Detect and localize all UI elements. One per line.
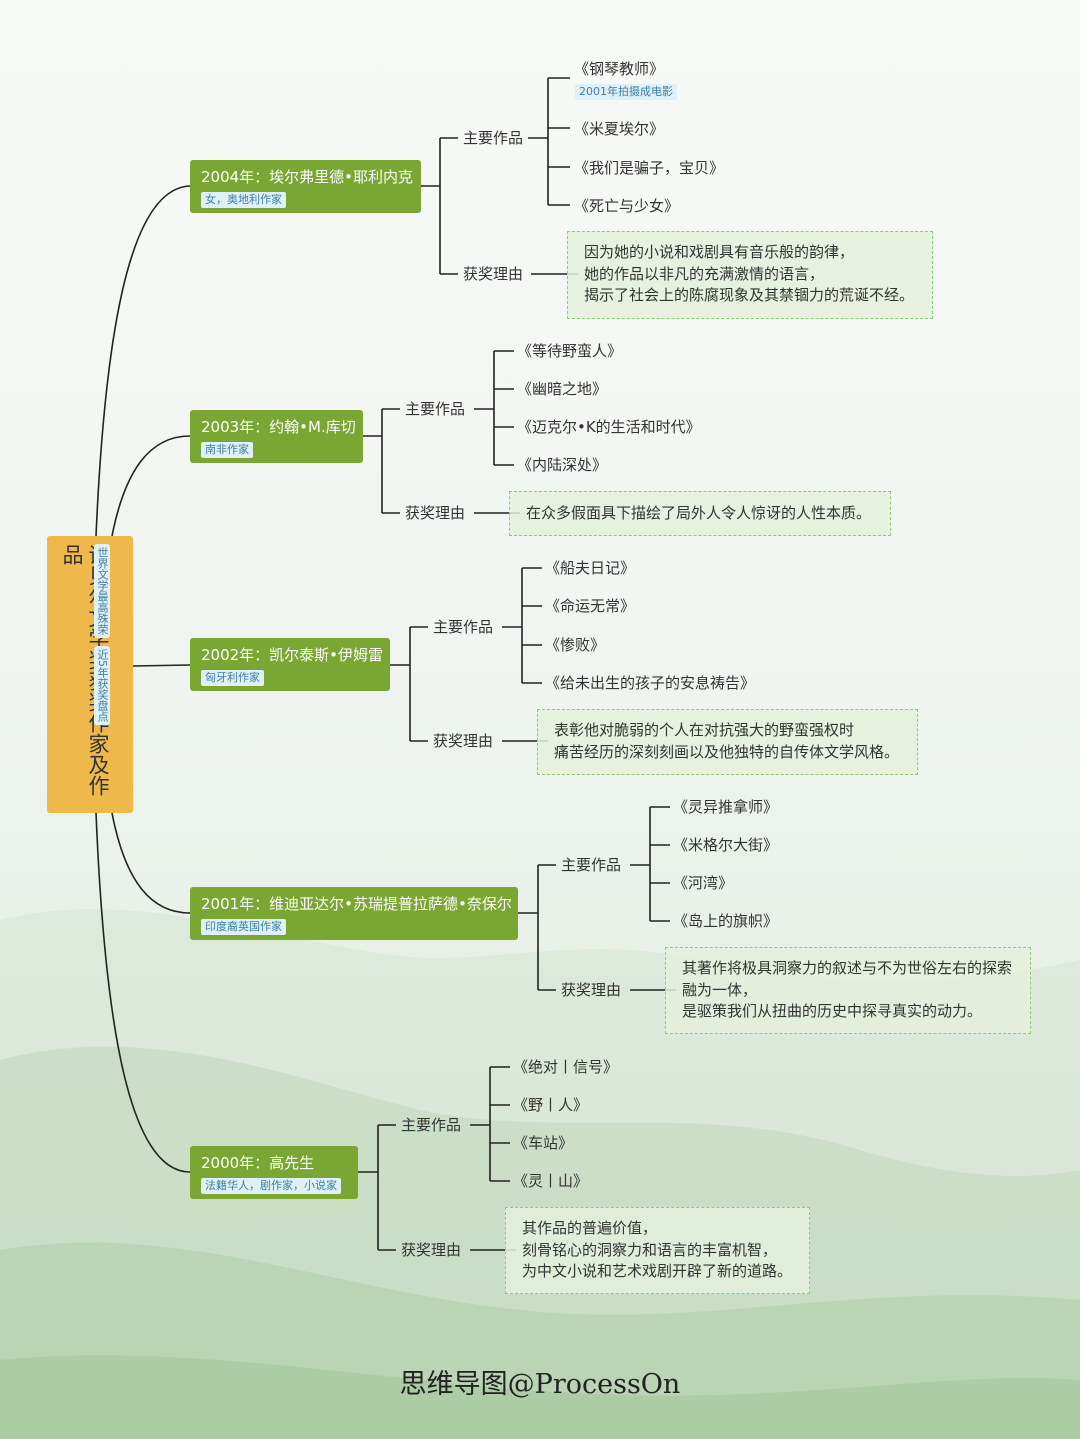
- year-title: 2001年：维迪亚达尔•苏瑞提普拉萨德•奈保尔: [201, 895, 512, 913]
- work-item[interactable]: 《死亡与少女》: [574, 197, 680, 215]
- work-item[interactable]: 《米夏埃尔》: [574, 120, 665, 138]
- footer-watermark: 思维导图@ProcessOn: [399, 1369, 681, 1400]
- root-connector-2000: [95, 812, 191, 1173]
- reason-line: 其著作将极具洞察力的叙述与不为世俗左右的探索: [682, 959, 1013, 977]
- year-node-2002[interactable]: 2002年：凯尔泰斯•伊姆雷 匈牙利作家: [190, 638, 390, 691]
- work-item[interactable]: 《车站》: [513, 1134, 574, 1152]
- work-item[interactable]: 《等待野蛮人》: [517, 342, 623, 360]
- reason-box-2003[interactable]: 在众多假面具下描绘了局外人令人惊讶的人性本质。: [509, 491, 891, 536]
- reason-line: 为中文小说和艺术戏剧开辟了新的道路。: [522, 1262, 793, 1280]
- works-label-2001[interactable]: 主要作品: [561, 856, 622, 874]
- work-item[interactable]: 《幽暗之地》: [517, 380, 608, 398]
- year-title: 2002年：凯尔泰斯•伊姆雷: [201, 646, 384, 664]
- reason-line: 融为一体，: [682, 980, 758, 999]
- works-label-2004[interactable]: 主要作品: [463, 129, 524, 147]
- work-item[interactable]: 《岛上的旗帜》: [673, 912, 779, 930]
- year-tag: 南非作家: [201, 442, 253, 458]
- reason-box-2004[interactable]: 因为她的小说和戏剧具有音乐般的韵律， 她的作品以非凡的充满激情的语言， 揭示了社…: [567, 231, 933, 319]
- root-node[interactable]: 诺贝尔文学奖获奖作家及作品 世界文学最高殊荣 近5年获奖盘点: [47, 536, 133, 813]
- reason-box-2001[interactable]: 其著作将极具洞察力的叙述与不为世俗左右的探索 融为一体， 是驱策我们从扭曲的历史…: [665, 947, 1031, 1034]
- year-tag: 匈牙利作家: [201, 670, 264, 686]
- work-note: 2001年拍摄成电影: [575, 84, 677, 100]
- reason-line: 揭示了社会上的陈腐现象及其禁锢力的荒诞不经。: [584, 286, 915, 304]
- year-tag: 法籍华人，剧作家，小说家: [201, 1178, 341, 1194]
- work-item[interactable]: 《钢琴教师》: [574, 60, 665, 78]
- reason-line: 刻骨铭心的洞察力和语言的丰富机智，: [522, 1240, 778, 1259]
- year-node-2001[interactable]: 2001年：维迪亚达尔•苏瑞提普拉萨德•奈保尔 印度裔英国作家: [190, 887, 518, 940]
- reason-line: 表彰他对脆弱的个人在对抗强大的野蛮强权时: [554, 721, 855, 739]
- reason-line: 她的作品以非凡的充满激情的语言，: [584, 264, 825, 283]
- reason-line: 因为她的小说和戏剧具有音乐般的韵律，: [584, 243, 855, 261]
- root-connector-2001: [111, 812, 191, 914]
- root-connector-2004: [95, 185, 191, 537]
- reason-label-2003[interactable]: 获奖理由: [405, 504, 466, 522]
- works-label-2000[interactable]: 主要作品: [401, 1116, 462, 1134]
- year-node-2003[interactable]: 2003年：约翰•M.库切 南非作家: [190, 410, 363, 463]
- year-tag: 印度裔英国作家: [201, 919, 286, 935]
- root-tag-honor: 世界文学最高殊荣: [94, 544, 110, 638]
- work-item[interactable]: 《惨败》: [545, 636, 606, 654]
- reason-line: 其作品的普遍价值，: [522, 1219, 658, 1237]
- work-item[interactable]: 《米格尔大街》: [673, 836, 779, 854]
- year-title: 2004年：埃尔弗里德•耶利内克: [201, 168, 414, 186]
- work-item[interactable]: 《我们是骗子，宝贝》: [574, 159, 725, 177]
- work-item[interactable]: 《内陆深处》: [517, 456, 608, 474]
- year-tag: 女，奥地利作家: [201, 192, 286, 208]
- year-node-2000[interactable]: 2000年：高先生 法籍华人，剧作家，小说家: [190, 1146, 358, 1199]
- reason-label-2001[interactable]: 获奖理由: [561, 981, 622, 999]
- root-connector-2003: [111, 435, 191, 537]
- year-title: 2003年：约翰•M.库切: [201, 418, 356, 436]
- reason-line: 在众多假面具下描绘了局外人令人惊讶的人性本质。: [526, 504, 872, 522]
- work-item[interactable]: 《灵丨山》: [513, 1172, 589, 1190]
- work-item[interactable]: 《灵异推拿师》: [673, 798, 779, 816]
- work-item[interactable]: 《给未出生的孩子的安息祷告》: [545, 674, 756, 692]
- work-item[interactable]: 《河湾》: [673, 874, 734, 892]
- work-item[interactable]: 《野丨人》: [513, 1096, 589, 1114]
- works-label-2002[interactable]: 主要作品: [433, 618, 494, 636]
- reason-label-2004[interactable]: 获奖理由: [463, 265, 524, 283]
- reason-label-2002[interactable]: 获奖理由: [433, 732, 494, 750]
- reason-label-2000[interactable]: 获奖理由: [401, 1241, 462, 1259]
- root-tag-recent: 近5年获奖盘点: [94, 646, 110, 725]
- reason-box-2000[interactable]: 其作品的普遍价值， 刻骨铭心的洞察力和语言的丰富机智， 为中文小说和艺术戏剧开辟…: [505, 1207, 810, 1294]
- work-item[interactable]: 《命运无常》: [545, 597, 636, 615]
- reason-line: 痛苦经历的深刻刻画以及他独特的自传体文学风格。: [554, 742, 900, 761]
- year-node-2004[interactable]: 2004年：埃尔弗里德•耶利内克 女，奥地利作家: [190, 160, 421, 213]
- reason-box-2002[interactable]: 表彰他对脆弱的个人在对抗强大的野蛮强权时 痛苦经历的深刻刻画以及他独特的自传体文…: [537, 709, 918, 775]
- works-label-2003[interactable]: 主要作品: [405, 400, 466, 418]
- work-item[interactable]: 《迈克尔•K的生活和时代》: [517, 418, 701, 436]
- work-item[interactable]: 《船夫日记》: [545, 559, 636, 577]
- reason-line: 是驱策我们从扭曲的历史中探寻真实的动力。: [682, 1002, 983, 1020]
- work-item[interactable]: 《绝对丨信号》: [513, 1058, 619, 1076]
- year-title: 2000年：高先生: [201, 1154, 315, 1172]
- root-connector-2002: [132, 664, 191, 667]
